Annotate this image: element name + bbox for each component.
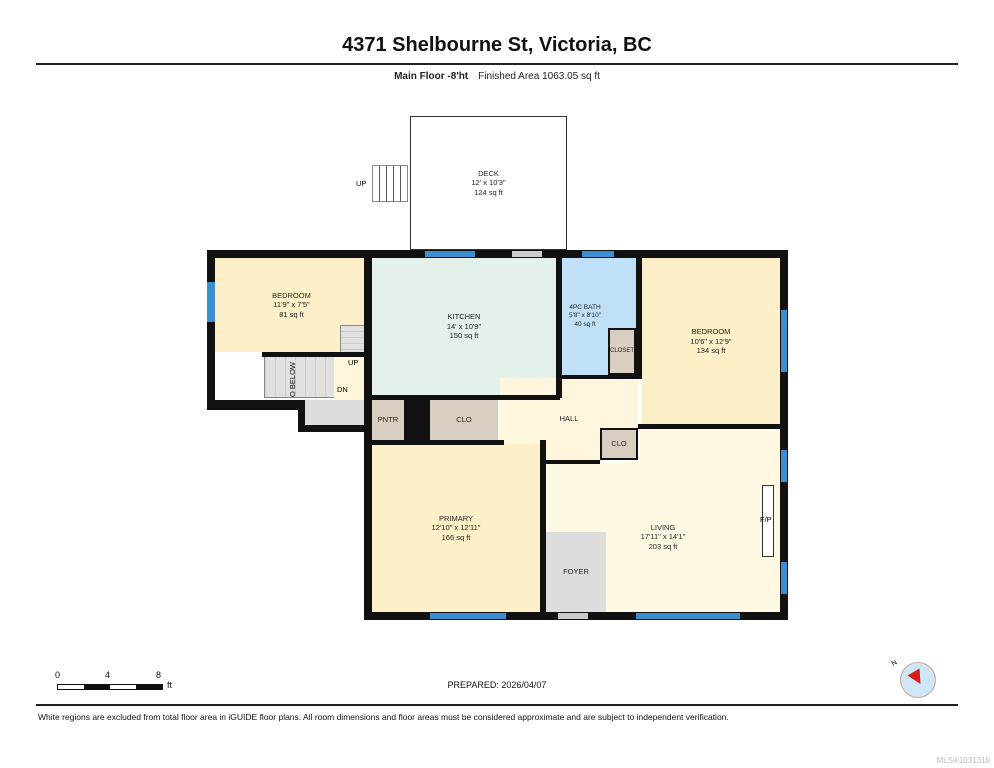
wall — [372, 395, 560, 400]
room-dims: 11'9" x 7'5" — [273, 300, 310, 310]
closet-1: CLO — [430, 400, 498, 440]
wall — [372, 440, 504, 445]
prepared-date: PREPARED: 2026/04/07 — [447, 680, 547, 690]
room-name: PRIMARY — [438, 513, 474, 523]
room-primary: PRIMARY 12'10" x 12'11" 166 sq ft — [372, 444, 540, 612]
finished-area: Finished Area 1063.05 sq ft — [478, 71, 600, 82]
scale-tick-4: 4 — [105, 670, 111, 680]
compass-north-label: N — [890, 659, 899, 668]
wall-north — [207, 250, 788, 258]
closet-label: CLO — [611, 439, 627, 449]
room-area: 166 sq ft — [441, 532, 471, 542]
room-area: 40 sq ft — [574, 320, 596, 328]
deck-stairs-up-label: UP — [356, 179, 367, 188]
stairs-down — [264, 356, 336, 398]
room-name: LIVING — [650, 522, 676, 532]
room-bedroom-2: BEDROOM 10'6" x 12'9" 134 sq ft — [642, 258, 780, 425]
disclaimer: White regions are excluded from total fl… — [38, 712, 729, 722]
title-divider — [36, 63, 958, 65]
page-title: 4371 Shelbourne St, Victoria, BC — [342, 34, 652, 56]
room-area: 150 sq ft — [449, 331, 479, 341]
room-name: 4PC BATH — [569, 304, 601, 312]
stair-landing — [334, 356, 368, 400]
floor-name: Main Floor -8'ht — [394, 71, 469, 82]
window — [781, 310, 787, 372]
room-dims: 12'10" x 12'11" — [431, 523, 481, 533]
room-area: 124 sq ft — [474, 187, 503, 197]
wall — [638, 424, 786, 429]
window — [430, 613, 506, 619]
room-area: 81 sq ft — [279, 309, 304, 319]
room-bedroom-1: BEDROOM 11'9" x 7'5" 81 sq ft — [215, 258, 368, 352]
room-dims: 14' x 10'9" — [446, 321, 482, 331]
closet: CLOSET — [608, 328, 636, 375]
closet-label: CLO — [456, 415, 472, 425]
room-name: KITCHEN — [447, 312, 481, 322]
fireplace — [762, 485, 774, 557]
pantry: PNTR — [372, 400, 404, 440]
wall — [540, 440, 546, 612]
wall — [262, 352, 368, 357]
room-name: BEDROOM — [691, 327, 731, 337]
room-area: 134 sq ft — [696, 346, 726, 356]
window — [781, 562, 787, 594]
pantry-label: PNTR — [377, 415, 399, 425]
room-area: 203 sq ft — [648, 541, 678, 551]
wall — [298, 425, 372, 432]
deck-stairs — [372, 165, 408, 202]
room-kitchen: KITCHEN 14' x 10'9" 150 sq ft — [372, 258, 556, 395]
window — [582, 251, 614, 257]
window — [636, 613, 740, 619]
room-name: BEDROOM — [272, 290, 311, 300]
hall-label: HALL — [559, 414, 579, 424]
wall-west — [207, 250, 215, 410]
stairs-up-label: UP — [348, 358, 359, 367]
wall-block — [404, 398, 430, 442]
window — [425, 251, 475, 257]
closet-label: CLOSET — [610, 347, 635, 354]
room-deck: DECK 12' x 10'3" 124 sq ft — [410, 116, 567, 250]
compass-icon — [900, 662, 936, 698]
scale-unit: ft — [167, 680, 173, 690]
front-door — [558, 613, 588, 619]
room-dims: 10'6" x 12'9" — [690, 336, 732, 346]
compass-needle — [907, 668, 927, 688]
room-name: DECK — [478, 168, 499, 178]
wall — [546, 460, 600, 464]
wall — [298, 400, 305, 432]
wall-east — [780, 250, 788, 620]
foyer: FOYER — [546, 532, 606, 612]
stairs-up — [340, 325, 368, 357]
living-upper — [640, 428, 780, 462]
room-dims: 12' x 10'3" — [471, 178, 506, 188]
wall — [364, 258, 372, 620]
fireplace-label: F/P — [760, 515, 772, 524]
closet-2: CLO — [600, 428, 638, 460]
footer-divider — [36, 704, 958, 706]
wall — [636, 258, 642, 378]
room-dims: 17'11" x 14'1" — [640, 532, 686, 542]
deck-door — [512, 251, 542, 257]
room-bath: 4PC BATH 5'8" x 8'10" 40 sq ft — [562, 258, 636, 375]
window — [207, 282, 215, 322]
open-below-label: O BELOW — [288, 361, 298, 398]
scale-tick-8: 8 — [156, 670, 162, 680]
window — [781, 450, 787, 482]
stairs-down-label: DN — [337, 385, 348, 394]
mls-number: MLS®1031319 — [936, 756, 991, 765]
wall — [562, 375, 642, 379]
wall — [556, 258, 562, 398]
floor-info: Main Floor -8'ht Finished Area 1063.05 sq… — [0, 71, 994, 82]
room-dims: 5'8" x 8'10" — [568, 312, 602, 320]
foyer-label: FOYER — [563, 567, 589, 577]
scale-tick-0: 0 — [55, 670, 61, 680]
wall — [207, 400, 305, 410]
landing — [305, 400, 367, 425]
scale-graphic — [57, 684, 163, 690]
